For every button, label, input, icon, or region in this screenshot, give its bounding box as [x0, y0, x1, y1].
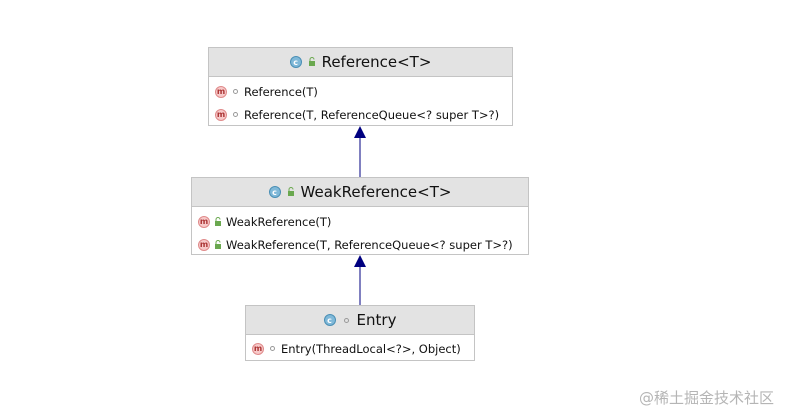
method-label: Reference(T) — [244, 84, 318, 99]
method-label: WeakReference(T, ReferenceQueue<? super … — [226, 237, 513, 252]
method-icon: m — [198, 238, 210, 251]
member-row[interactable]: m WeakReference(T, ReferenceQueue<? supe… — [192, 233, 528, 256]
member-row[interactable]: m Reference(T) — [209, 80, 512, 103]
package-private-icon — [343, 317, 349, 323]
class-icon: c — [268, 186, 281, 198]
class-title: Reference<T> — [321, 53, 432, 71]
class-header: c Reference<T> — [209, 48, 512, 77]
class-title: WeakReference<T> — [300, 183, 452, 201]
member-row[interactable]: m WeakReference(T) — [192, 210, 528, 233]
method-label: WeakReference(T) — [226, 214, 332, 229]
class-icon: c — [289, 56, 302, 68]
package-private-icon — [233, 112, 238, 117]
public-lock-icon — [308, 57, 316, 67]
watermark: @稀土掘金技术社区 — [638, 389, 774, 407]
package-private-icon — [233, 89, 238, 94]
method-icon: m — [252, 342, 264, 355]
public-lock-icon — [214, 239, 222, 250]
public-lock-icon — [287, 187, 295, 197]
method-label: Entry(ThreadLocal<?>, Object) — [281, 341, 461, 356]
member-row[interactable]: m Reference(T, ReferenceQueue<? super T>… — [209, 103, 512, 126]
package-private-icon — [270, 346, 275, 351]
class-header: c WeakReference<T> — [192, 178, 528, 207]
public-lock-icon — [214, 216, 222, 227]
method-icon: m — [215, 85, 227, 98]
class-box-weakreference[interactable]: c WeakReference<T> m WeakReference(T) m … — [191, 177, 529, 255]
method-icon: m — [198, 215, 210, 228]
class-header: c Entry — [246, 306, 474, 335]
class-box-reference[interactable]: c Reference<T> m Reference(T) m Referenc… — [208, 47, 513, 126]
arrowhead-weakref — [354, 255, 366, 267]
class-title: Entry — [356, 311, 397, 329]
method-icon: m — [215, 108, 227, 121]
class-icon: c — [323, 314, 336, 326]
class-box-entry[interactable]: c Entry m Entry(ThreadLocal<?>, Object) — [245, 305, 475, 361]
arrowhead-reference — [354, 126, 366, 138]
member-row[interactable]: m Entry(ThreadLocal<?>, Object) — [246, 337, 474, 360]
method-label: Reference(T, ReferenceQueue<? super T>?) — [244, 107, 500, 122]
